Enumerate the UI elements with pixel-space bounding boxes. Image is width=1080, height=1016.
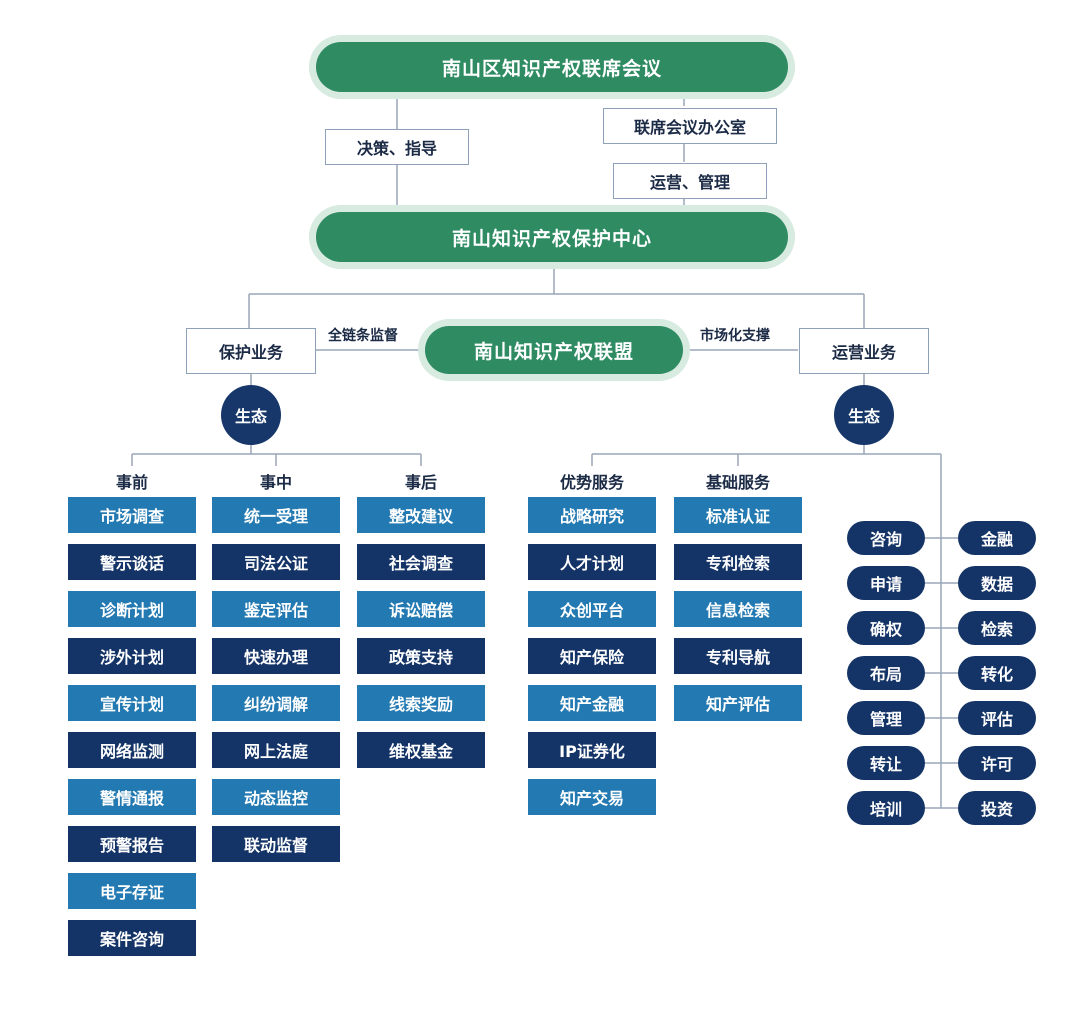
list-item: 专利检索 xyxy=(674,544,802,580)
column-title-during: 事中 xyxy=(259,473,292,492)
list-item: 网络监测 xyxy=(68,732,196,768)
service-pill: 检索 xyxy=(958,611,1036,645)
list-item: 警情通报 xyxy=(68,779,196,815)
service-pill: 转化 xyxy=(958,656,1036,690)
service-pill: 金融 xyxy=(958,521,1036,555)
list-item: 知产金融 xyxy=(528,685,656,721)
full-chain-supervision-label: 全链条监督 xyxy=(328,328,398,344)
column-after: 整改建议 社会调查 诉讼赔偿 政策支持 线索奖励 维权基金 xyxy=(357,497,485,779)
service-pill: 申请 xyxy=(847,566,925,600)
column-title-basic: 基础服务 xyxy=(705,473,770,492)
decision-guidance-box: 决策、指导 xyxy=(325,129,469,165)
list-item: 线索奖励 xyxy=(357,685,485,721)
column-title-before: 事前 xyxy=(115,473,148,492)
service-pill: 培训 xyxy=(847,791,925,825)
service-pill: 许可 xyxy=(958,746,1036,780)
ecosystem-right-circle: 生态 xyxy=(834,385,894,445)
list-item: 纠纷调解 xyxy=(212,685,340,721)
list-item: 涉外计划 xyxy=(68,638,196,674)
list-item: 社会调查 xyxy=(357,544,485,580)
list-item: 司法公证 xyxy=(212,544,340,580)
service-pill: 转让 xyxy=(847,746,925,780)
list-item: 预警报告 xyxy=(68,826,196,862)
list-item: 政策支持 xyxy=(357,638,485,674)
service-pill: 评估 xyxy=(958,701,1036,735)
service-pill: 咨询 xyxy=(847,521,925,555)
list-item: 战略研究 xyxy=(528,497,656,533)
column-before: 市场调查 警示谈话 诊断计划 涉外计划 宣传计划 网络监测 警情通报 预警报告 … xyxy=(68,497,196,967)
list-item: 诉讼赔偿 xyxy=(357,591,485,627)
list-item: 人才计划 xyxy=(528,544,656,580)
list-item: 整改建议 xyxy=(357,497,485,533)
market-support-label: 市场化支撑 xyxy=(700,328,770,344)
service-pill: 管理 xyxy=(847,701,925,735)
list-item: 快速办理 xyxy=(212,638,340,674)
list-item: 市场调查 xyxy=(68,497,196,533)
list-item: 鉴定评估 xyxy=(212,591,340,627)
list-item: 统一受理 xyxy=(212,497,340,533)
list-item: 警示谈话 xyxy=(68,544,196,580)
service-pill: 数据 xyxy=(958,566,1036,600)
list-item: 知产保险 xyxy=(528,638,656,674)
list-item: 维权基金 xyxy=(357,732,485,768)
list-item: 专利导航 xyxy=(674,638,802,674)
list-item: IP证券化 xyxy=(528,732,656,768)
operation-business-box: 运营业务 xyxy=(799,328,929,374)
column-during: 统一受理 司法公证 鉴定评估 快速办理 纠纷调解 网上法庭 动态监控 联动监督 xyxy=(212,497,340,873)
list-item: 知产交易 xyxy=(528,779,656,815)
column-advantage: 战略研究 人才计划 众创平台 知产保险 知产金融 IP证券化 知产交易 xyxy=(528,497,656,826)
list-item: 诊断计划 xyxy=(68,591,196,627)
column-title-after: 事后 xyxy=(404,473,437,492)
list-item: 众创平台 xyxy=(528,591,656,627)
protection-business-box: 保护业务 xyxy=(186,328,316,374)
top-meeting-pill: 南山区知识产权联席会议 xyxy=(316,42,788,92)
service-pill: 投资 xyxy=(958,791,1036,825)
list-item: 信息检索 xyxy=(674,591,802,627)
service-pill: 确权 xyxy=(847,611,925,645)
list-item: 动态监控 xyxy=(212,779,340,815)
list-item: 知产评估 xyxy=(674,685,802,721)
operation-management-box: 运营、管理 xyxy=(613,163,767,199)
column-title-advantage: 优势服务 xyxy=(559,473,624,492)
meeting-office-box: 联席会议办公室 xyxy=(603,108,777,144)
column-basic: 标准认证 专利检索 信息检索 专利导航 知产评估 xyxy=(674,497,802,732)
list-item: 宣传计划 xyxy=(68,685,196,721)
list-item: 网上法庭 xyxy=(212,732,340,768)
list-item: 电子存证 xyxy=(68,873,196,909)
list-item: 案件咨询 xyxy=(68,920,196,956)
list-item: 联动监督 xyxy=(212,826,340,862)
protection-center-pill: 南山知识产权保护中心 xyxy=(316,212,788,262)
alliance-pill: 南山知识产权联盟 xyxy=(425,326,683,374)
service-pill: 布局 xyxy=(847,656,925,690)
list-item: 标准认证 xyxy=(674,497,802,533)
ecosystem-left-circle: 生态 xyxy=(221,385,281,445)
